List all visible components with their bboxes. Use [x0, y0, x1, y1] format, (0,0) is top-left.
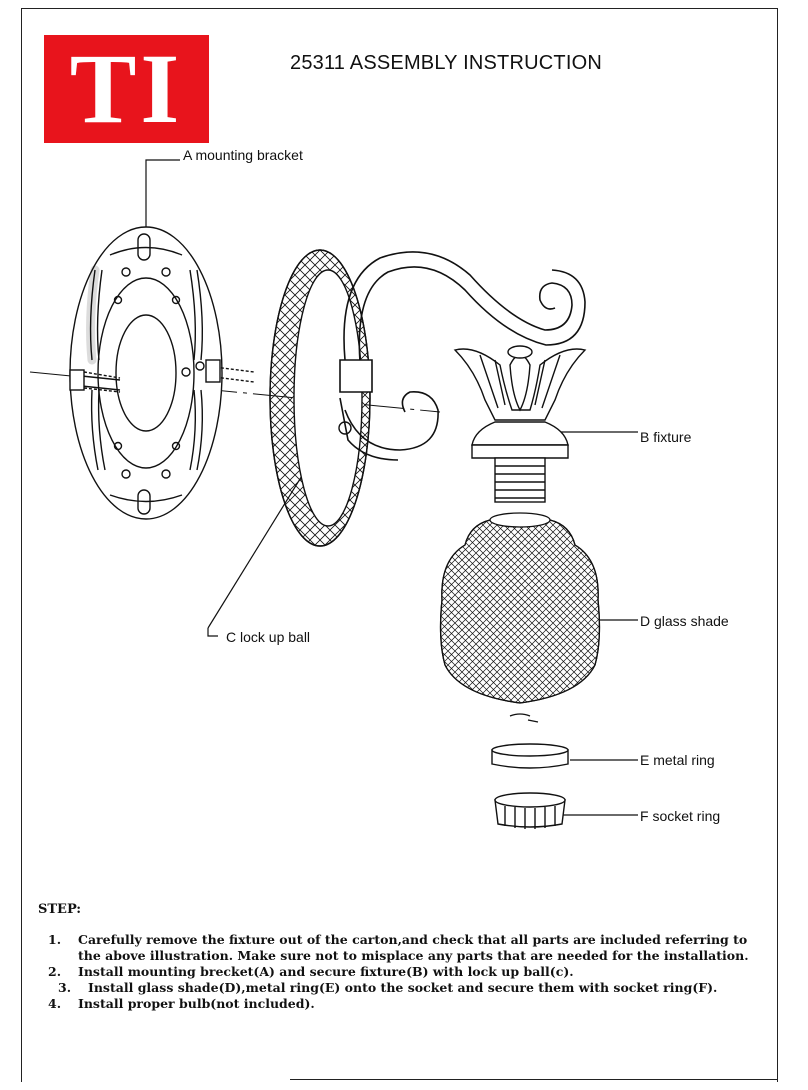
label-mounting-bracket: A mounting bracket [183, 147, 303, 163]
label-metal-ring: E metal ring [640, 752, 715, 768]
assembly-steps: STEP: 1. Carefully remove the fixture ou… [38, 902, 773, 1012]
fixture-backplate-drawing [269, 249, 371, 547]
fixture-arm-drawing [339, 251, 586, 461]
step-item: 3. Install glass shade(D),metal ring(E) … [58, 980, 773, 996]
socket-ring-drawing [494, 792, 566, 829]
label-socket-ring: F socket ring [640, 808, 721, 824]
fixture-socket-drawing [453, 345, 587, 503]
page-border [21, 8, 778, 1082]
steps-heading: STEP: [38, 902, 82, 917]
step-item: 2. Install mounting brecket(A) and secur… [48, 964, 773, 980]
step-number: 1. [48, 932, 62, 947]
metal-ring-drawing [491, 743, 569, 769]
step-text: Install mounting brecket(A) and secure f… [78, 964, 574, 979]
mounting-bracket-drawing [69, 226, 255, 520]
step-number: 4. [48, 996, 62, 1011]
bottom-rule [290, 1079, 778, 1080]
exploded-view-illustration [29, 159, 638, 829]
label-glass-shade: D glass shade [640, 613, 729, 629]
leader-lines [145, 159, 638, 816]
label-lock-up-ball: C lock up ball [226, 629, 311, 645]
step-text: Install glass shade(D),metal ring(E) ont… [88, 980, 718, 995]
brand-logo: TI [44, 35, 209, 143]
step-text: Carefully remove the fixture out of the … [78, 932, 749, 963]
step-number: 2. [48, 964, 62, 979]
logo-lettering: TI [69, 33, 184, 144]
step-number: 3. [58, 980, 72, 995]
step-text: Install proper bulb(not included). [78, 996, 315, 1011]
label-fixture: B fixture [640, 429, 692, 445]
document-title: 25311 ASSEMBLY INSTRUCTION [290, 52, 602, 74]
step-item: 4. Install proper bulb(not included). [48, 996, 773, 1012]
glass-shade-drawing [439, 512, 601, 723]
step-item: 1. Carefully remove the fixture out of t… [48, 932, 773, 964]
